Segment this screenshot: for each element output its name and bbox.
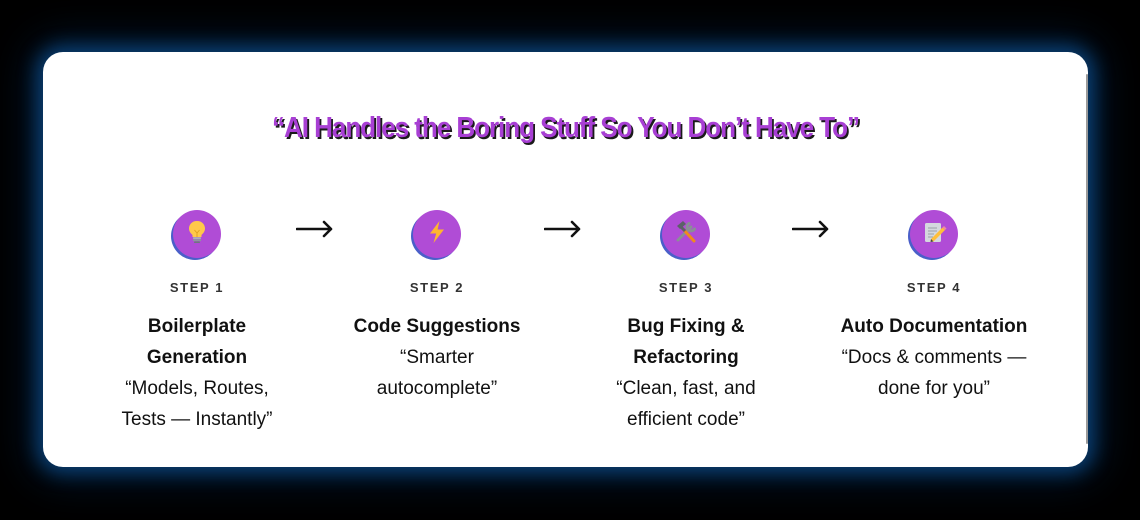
step-1-desc-line-1: “Models, Routes, [125, 378, 269, 399]
step-1-description: “Models, Routes, Tests — Instantly” [82, 373, 312, 435]
step-4-desc-line-2: done for you” [878, 378, 990, 399]
step-2: STEP 2 Code Suggestions “Smarter autocom… [322, 210, 552, 404]
step-4-description: “Docs & comments — done for you” [819, 342, 1049, 404]
step-1-icon-badge [173, 210, 221, 258]
step-4-label: STEP 4 [906, 280, 962, 295]
step-1: STEP 1 Boilerplate Generation “Models, R… [82, 210, 312, 435]
step-2-title-line-1: Code Suggestions [353, 316, 521, 337]
step-4-title-line-1: Auto Documentation [840, 316, 1028, 337]
memo-pencil-icon [920, 218, 948, 251]
step-1-title-line-1: Boilerplate [147, 316, 247, 337]
step-2-title: Code Suggestions [322, 311, 552, 342]
hammer-wrench-icon [672, 218, 700, 251]
step-1-title-line-2: Generation [146, 347, 248, 368]
step-3-title: Bug Fixing & Refactoring [571, 311, 801, 373]
step-1-title: Boilerplate Generation [82, 311, 312, 373]
step-3-icon-badge [662, 210, 710, 258]
step-1-desc-line-2: Tests — Instantly” [121, 409, 273, 430]
lightbulb-icon [183, 218, 211, 251]
headline-title: “AI Handles the Boring Stuff So You Don’… [272, 112, 860, 144]
step-4: STEP 4 Auto Documentation “Docs & commen… [819, 210, 1049, 404]
step-2-desc-line-1: “Smarter [400, 347, 474, 368]
infographic-card: “AI Handles the Boring Stuff So You Don’… [43, 52, 1088, 467]
step-3-desc-line-1: “Clean, fast, and [616, 378, 756, 399]
step-3-title-line-2: Refactoring [633, 347, 739, 368]
card-scroll-edge [1086, 74, 1088, 444]
step-3-desc-line-2: efficient code” [627, 409, 745, 430]
step-3-description: “Clean, fast, and efficient code” [571, 373, 801, 435]
step-3-label: STEP 3 [658, 280, 714, 295]
step-4-title: Auto Documentation [819, 311, 1049, 342]
right-arrow-icon [791, 218, 831, 242]
step-3-title-line-1: Bug Fixing & [627, 316, 745, 337]
right-arrow-icon [295, 218, 335, 242]
step-2-desc-line-2: autocomplete” [376, 378, 498, 399]
step-2-description: “Smarter autocomplete” [322, 342, 552, 404]
right-arrow-icon [543, 218, 583, 242]
step-4-icon-badge [910, 210, 958, 258]
step-1-label: STEP 1 [169, 280, 225, 295]
step-2-label: STEP 2 [409, 280, 465, 295]
lightning-icon [423, 218, 451, 251]
step-3: STEP 3 Bug Fixing & Refactoring “Clean, … [571, 210, 801, 435]
step-4-desc-line-1: “Docs & comments — [841, 347, 1027, 368]
step-2-icon-badge [413, 210, 461, 258]
